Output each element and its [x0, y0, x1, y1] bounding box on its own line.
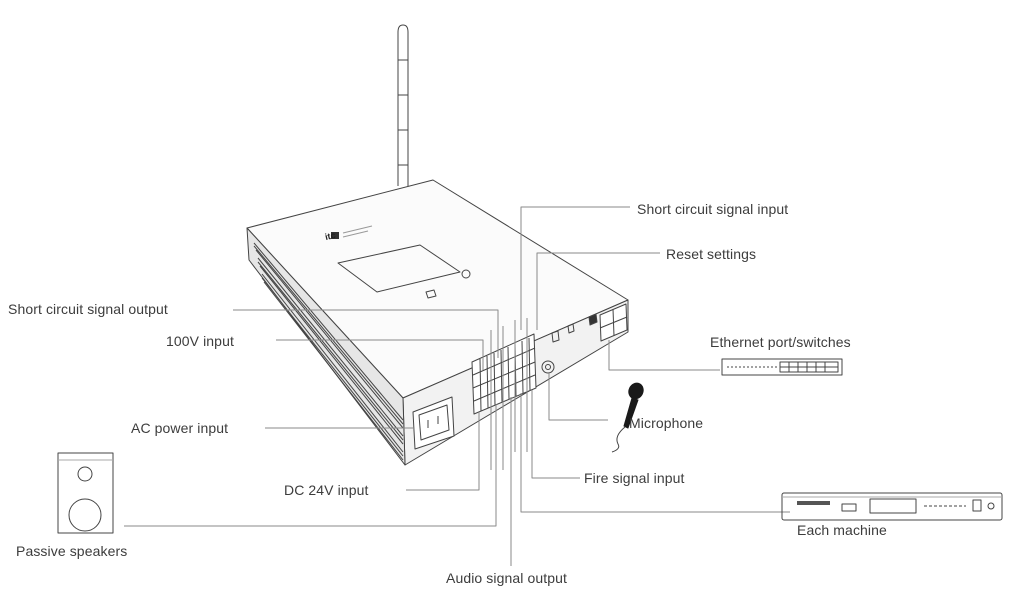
passive-speaker [57, 452, 114, 534]
label-dc-24v-input: DC 24V input [284, 482, 369, 498]
label-ethernet: Ethernet port/switches [710, 334, 851, 350]
label-short-circuit-input: Short circuit signal input [637, 201, 789, 217]
label-microphone: Microphone [629, 415, 704, 431]
label-100v-input: 100V input [166, 333, 234, 349]
main-device [246, 179, 629, 466]
label-reset-settings: Reset settings [666, 246, 757, 262]
callout-lines [124, 206, 790, 566]
label-audio-signal-output: Audio signal output [446, 570, 567, 586]
antenna [397, 24, 409, 186]
label-passive-speakers: Passive speakers [16, 543, 128, 559]
ethernet-switch [721, 358, 843, 376]
label-each-machine: Each machine [797, 522, 887, 538]
rack-machine [781, 492, 1003, 521]
label-fire-signal-input: Fire signal input [584, 470, 685, 486]
label-ac-power-input: AC power input [131, 420, 229, 436]
microphone-graphic [611, 382, 644, 453]
label-short-circuit-output: Short circuit signal output [8, 301, 168, 317]
